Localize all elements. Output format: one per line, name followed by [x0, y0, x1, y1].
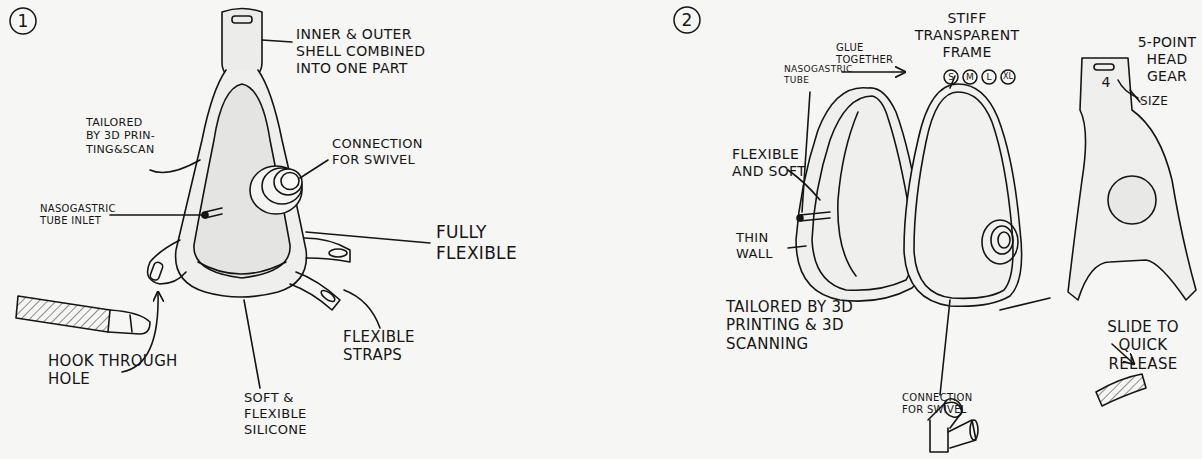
size-letter: M: [966, 73, 974, 82]
annotation-label: INNER & OUTER SHELL COMBINED INTO ONE PA…: [296, 26, 446, 77]
size-circle: L: [981, 69, 997, 85]
concept-number: 2: [673, 6, 701, 34]
circle-outline: [1001, 70, 1015, 84]
annotation-label: HOOK THROUGH HOLE: [48, 352, 188, 389]
circle-outline: [944, 70, 958, 84]
annotation-label: GLUE TOGETHER: [836, 42, 906, 66]
annotation-label: SOFT & FLEXIBLE SILICONE: [244, 390, 329, 438]
circle-outline: [674, 7, 700, 33]
size-circle: XL: [1000, 69, 1016, 85]
annotation-label: CONNECTION FOR SWIVEL: [902, 392, 982, 416]
concept-number: 1: [9, 7, 37, 35]
annotation-label: SLIDE TO QUICK RELEASE: [1088, 318, 1198, 373]
annotation-label: TAILORED BY 3D PRINTING & 3D SCANNING: [726, 298, 876, 353]
swivel-elbow: [928, 395, 978, 452]
circle-outline: [963, 70, 977, 84]
annotation-label: STIFF TRANSPARENT FRAME: [912, 10, 1022, 61]
size-letter: S: [948, 73, 954, 82]
circle-outline: [10, 8, 36, 34]
annotation-label: NASOGASTRIC TUBE INLET: [40, 203, 140, 227]
annotation-label: FLEXIBLE AND SOFT: [732, 146, 832, 180]
annotation-label: NASOGASTRIC TUBE: [784, 64, 854, 86]
size-circle: S: [943, 69, 959, 85]
headgear: [1068, 58, 1196, 300]
concept-number: 1: [18, 13, 29, 30]
annotation-label: FULLY FLEXIBLE: [436, 222, 546, 263]
size-letter: XL: [1003, 73, 1013, 81]
annotation-label: FLEXIBLE STRAPS: [343, 328, 438, 365]
annotation-label: CONNECTION FOR SWIVEL: [332, 136, 452, 168]
leader-lines: [788, 72, 1138, 395]
quick-release-clip: [1096, 374, 1146, 406]
transparent-frame: [904, 84, 1022, 306]
hook-strap: [16, 296, 150, 334]
annotation-label: THIN WALL: [736, 230, 791, 262]
size-letter: L: [986, 73, 991, 82]
size-circle: M: [962, 69, 978, 85]
circle-outline: [982, 70, 996, 84]
annotation-label: SIZE: [1140, 94, 1190, 109]
annotation-label: 5-POINT HEAD GEAR: [1134, 34, 1200, 85]
annotation-label: TAILORED BY 3D PRIN- TING&SCAN: [86, 116, 156, 156]
annotation-label: 4: [1099, 74, 1113, 91]
concept-number: 2: [682, 12, 693, 29]
